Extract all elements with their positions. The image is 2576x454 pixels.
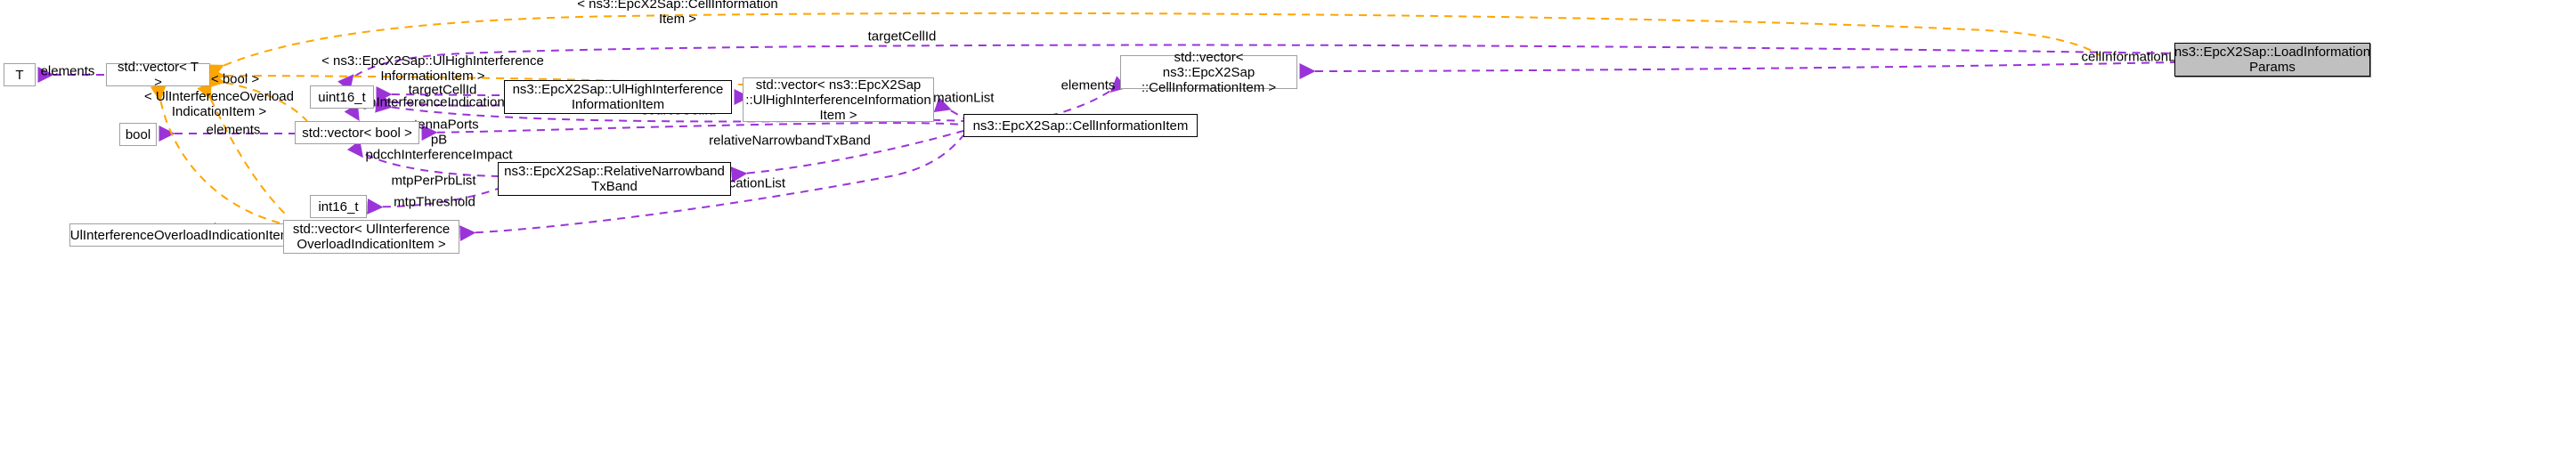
node-std-vector-bool[interactable]: std::vector< bool > bbox=[295, 121, 419, 144]
node-uint16-t[interactable]: uint16_t bbox=[310, 85, 374, 109]
edge-label-ulinterferenceoverload-template: < UlInterferenceOverload IndicationItem … bbox=[143, 89, 295, 119]
node-loadinformationparams[interactable]: ns3::EpcX2Sap::LoadInformation Params bbox=[2174, 43, 2371, 77]
edge-label-relativenarrowbandtxband: relativeNarrowbandTxBand bbox=[709, 133, 871, 149]
edge-ulhighinterferenceinformationlist bbox=[933, 96, 964, 119]
node-ulinterferenceoverloadindicationitem[interactable]: UlInterferenceOverloadIndicationItem bbox=[69, 223, 292, 247]
edge-label-targetcellid-top: targetCellId bbox=[867, 28, 937, 45]
edge-label-ulhighinterference-template: < ns3::EpcX2Sap::UlHighInterference Info… bbox=[321, 53, 544, 84]
edge-label-mtpperprblist: mtpPerPrbList bbox=[391, 173, 476, 189]
edge-label-elements-T: elements bbox=[40, 63, 95, 79]
node-bool[interactable]: bool bbox=[119, 123, 157, 146]
edge-label-elements-bool: elements bbox=[206, 122, 261, 138]
edge-label-cellinformationitem-template: < ns3::EpcX2Sap::CellInformation Item > bbox=[577, 0, 778, 27]
edge-label-elements-cellinformation: elements bbox=[1060, 77, 1116, 93]
node-cellinformationitem[interactable]: ns3::EpcX2Sap::CellInformationItem bbox=[963, 114, 1198, 137]
node-std-vector-cellinformationitem[interactable]: std::vector< ns3::EpcX2Sap ::CellInforma… bbox=[1120, 50, 1297, 95]
node-ulhighinterferenceinformationitem[interactable]: ns3::EpcX2Sap::UlHighInterference Inform… bbox=[504, 80, 732, 114]
node-std-vector-ulhighinterferenceinformationitem[interactable]: std::vector< ns3::EpcX2Sap ::UlHighInter… bbox=[743, 77, 934, 123]
node-T[interactable]: T bbox=[4, 63, 36, 86]
node-relativenarrowbandtxband[interactable]: ns3::EpcX2Sap::RelativeNarrowband TxBand bbox=[498, 162, 731, 196]
node-std-vector-T[interactable]: std::vector< T > bbox=[106, 60, 210, 90]
node-int16-t[interactable]: int16_t bbox=[310, 195, 367, 218]
edge-cellinformationlist bbox=[1299, 61, 2175, 80]
edge-label-mtpthreshold: mtpThreshold bbox=[394, 194, 475, 210]
edge-label-cellinformationlist: cellInformationList bbox=[2081, 49, 2190, 65]
node-std-vector-ulinterferenceoverloadindicationitem[interactable]: std::vector< UlInterference OverloadIndi… bbox=[283, 220, 459, 254]
edge-label-bool-template: < bool > bbox=[210, 71, 260, 87]
edge-vectorbool-uint16 bbox=[344, 102, 360, 122]
